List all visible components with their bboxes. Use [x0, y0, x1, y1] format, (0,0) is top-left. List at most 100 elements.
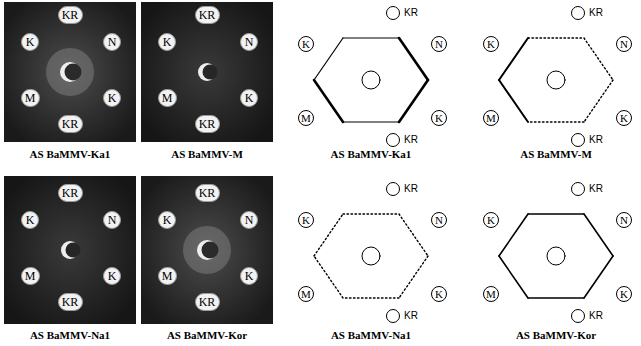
precipitin-line [499, 214, 528, 256]
well-label: KR [62, 118, 79, 130]
precipitin-line [343, 213, 399, 214]
well-symbol [386, 133, 400, 147]
well-circle: K [483, 36, 499, 52]
well-circle: KR [386, 5, 420, 21]
precipitin-line [528, 121, 584, 122]
center-well [202, 242, 219, 259]
well-label: K [108, 92, 117, 104]
precipitin-line [499, 256, 528, 298]
precipitin-line [399, 38, 428, 80]
antigen-well: KR [195, 184, 220, 202]
center-well [66, 243, 81, 258]
well-circle: KR [571, 308, 605, 324]
well-circle: KR [571, 132, 605, 148]
well-label: KR [199, 187, 216, 199]
precipitin-line [499, 80, 528, 122]
well-circle: K [298, 212, 314, 228]
well-label: M [301, 289, 311, 300]
gel-photo [141, 176, 273, 324]
well-circle: K [431, 110, 447, 126]
well-label: K [245, 92, 254, 104]
well-circle: KR [386, 308, 420, 324]
well-label: K [487, 215, 495, 226]
antigen-well: K [240, 89, 258, 107]
antigen-well: K [103, 267, 121, 285]
well-label: M [301, 113, 311, 124]
well-label: K [163, 36, 172, 48]
precipitin-halo [46, 48, 94, 96]
well-circle: N [616, 212, 632, 228]
well-label: KR [589, 135, 603, 145]
well-label: N [108, 214, 117, 226]
well-label: N [245, 36, 254, 48]
well-circle: M [483, 110, 499, 126]
well-label: M [486, 113, 496, 124]
well-circle: N [431, 36, 447, 52]
precipitin-line [528, 37, 584, 38]
well-label: N [620, 39, 628, 50]
well-circle: K [616, 110, 632, 126]
well-circle: M [298, 110, 314, 126]
antigen-well: KR [58, 184, 83, 202]
precipitin-line [343, 37, 399, 38]
antigen-well: KR [58, 6, 83, 24]
hexagon-lines [499, 214, 613, 298]
antigen-well: N [240, 33, 258, 51]
antigen-well: K [240, 267, 258, 285]
antigen-well: N [240, 211, 258, 229]
antigen-well: KR [195, 6, 220, 24]
well-label: KR [199, 118, 216, 130]
gel-photo [4, 176, 136, 324]
antigen-well: K [103, 89, 121, 107]
antigen-well: K [21, 33, 39, 51]
antigen-well: N [103, 33, 121, 51]
precipitin-line [314, 80, 343, 122]
antigen-well: K [21, 211, 39, 229]
panel-caption: AS BaMMV-Kor [167, 329, 247, 341]
antigen-well: M [21, 267, 40, 285]
well-label: M [162, 270, 173, 282]
precipitin-line [343, 121, 399, 122]
panel-caption: AS BaMMV-Na1 [30, 329, 110, 341]
precipitin-line [584, 38, 613, 80]
panel-caption: AS BaMMV-Kor [516, 329, 596, 341]
center-well [547, 247, 565, 265]
well-circle: KR [386, 181, 420, 197]
precipitin-halo [183, 226, 231, 274]
panel-caption: AS BaMMV-Ka1 [30, 148, 111, 160]
precipitin-line [528, 297, 584, 299]
precipitin-line [584, 214, 613, 256]
antigen-well: M [158, 267, 177, 285]
well-label: N [245, 214, 254, 226]
well-circle: M [483, 286, 499, 302]
precipitin-line [399, 256, 428, 298]
well-label: KR [404, 8, 418, 18]
center-well [362, 71, 380, 89]
well-label: K [26, 36, 35, 48]
well-label: KR [404, 135, 418, 145]
panel-caption: AS BaMMV-M [171, 148, 243, 160]
well-label: K [487, 39, 495, 50]
well-label: K [435, 113, 443, 124]
antigen-well: N [103, 211, 121, 229]
well-label: N [435, 215, 443, 226]
well-label: KR [62, 9, 79, 21]
well-label: KR [199, 296, 216, 308]
panel-caption: AS BaMMV-M [520, 148, 592, 160]
well-label: M [25, 270, 36, 282]
well-label: KR [404, 184, 418, 194]
well-label: M [25, 92, 36, 104]
precipitin-line [343, 297, 399, 298]
well-label: K [245, 270, 254, 282]
well-label: K [302, 215, 310, 226]
well-circle: K [616, 286, 632, 302]
well-circle: KR [571, 5, 605, 21]
well-circle: N [431, 212, 447, 228]
well-symbol [571, 309, 585, 323]
antigen-well: M [158, 89, 177, 107]
precipitin-line [314, 38, 343, 80]
center-well [65, 64, 82, 81]
well-circle: KR [386, 132, 420, 148]
well-label: KR [62, 296, 79, 308]
well-circle: KR [571, 181, 605, 197]
